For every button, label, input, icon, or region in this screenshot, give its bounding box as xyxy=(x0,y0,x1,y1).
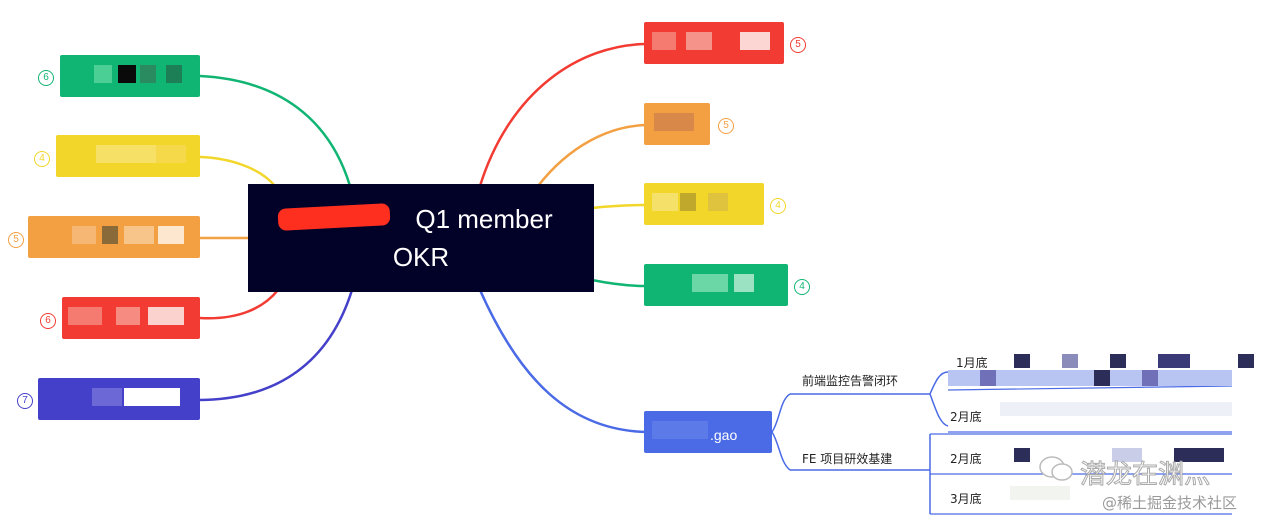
key-result-2-deadline[interactable]: 2月底 xyxy=(950,410,982,424)
right-topic-node-3[interactable] xyxy=(644,183,764,225)
blurred-text xyxy=(980,370,996,386)
blurred-text xyxy=(652,421,708,439)
central-topic-node[interactable]: Q1 member OKR xyxy=(250,186,592,290)
right-topic-node-4[interactable] xyxy=(644,264,788,306)
blurred-text xyxy=(1174,448,1224,462)
blurred-text xyxy=(118,65,136,83)
link-left-4 xyxy=(199,289,279,320)
blurred-text xyxy=(124,388,180,406)
blurred-text xyxy=(116,307,140,325)
blurred-text xyxy=(68,307,102,325)
blurred-text xyxy=(1094,370,1110,386)
central-topic-line1: Q1 member xyxy=(250,204,592,235)
link-right-1 xyxy=(478,42,647,187)
left-node-3-count: 5 xyxy=(8,232,24,248)
blurred-text xyxy=(1238,354,1254,368)
left-node-2-count: 4 xyxy=(34,151,50,167)
kr-1-underline xyxy=(947,385,1233,391)
key-result-3-deadline[interactable]: 2月底 xyxy=(950,452,982,466)
blurred-text xyxy=(686,32,712,50)
left-topic-node-2[interactable] xyxy=(56,135,200,177)
objective-2-label[interactable]: FE 项目研效基建 xyxy=(802,452,893,466)
central-topic-title-suffix: Q1 member xyxy=(415,204,553,234)
blurred-text xyxy=(102,226,118,244)
right-node-3-count: 4 xyxy=(770,198,786,214)
blurred-text xyxy=(1142,370,1158,386)
link-gao-branch xyxy=(771,393,791,471)
right-node-1-count: 5 xyxy=(790,37,806,53)
blurred-text xyxy=(1014,448,1030,462)
key-result-4-deadline[interactable]: 3月底 xyxy=(950,492,982,506)
blurred-text xyxy=(652,193,678,211)
blurred-text xyxy=(1010,486,1070,500)
blurred-text xyxy=(1158,354,1190,368)
left-topic-node-1[interactable] xyxy=(60,55,200,97)
blurred-text xyxy=(692,274,728,292)
left-topic-node-5[interactable] xyxy=(38,378,200,420)
right-node-4-count: 4 xyxy=(794,279,810,295)
watermark-site: @稀土掘金技术社区 xyxy=(1102,494,1238,512)
blurred-text xyxy=(96,145,156,163)
left-topic-node-3[interactable] xyxy=(28,216,200,258)
blurred-text xyxy=(652,32,676,50)
blurred-text xyxy=(158,226,184,244)
central-topic-line2: OKR xyxy=(392,242,450,272)
left-node-1-count: 6 xyxy=(38,70,54,86)
blurred-text xyxy=(1014,354,1030,368)
wechat-icon xyxy=(1038,454,1074,488)
blurred-text xyxy=(708,193,728,211)
blurred-text xyxy=(740,32,770,50)
link-left-5 xyxy=(197,289,354,402)
right-topic-node-1[interactable] xyxy=(644,22,784,64)
owner-node-gao[interactable] xyxy=(644,411,772,453)
blurred-text xyxy=(166,65,182,83)
link-left-1 xyxy=(199,74,352,187)
link-right-2 xyxy=(537,123,647,187)
right-topic-node-2[interactable] xyxy=(644,103,710,145)
left-topic-node-4[interactable] xyxy=(62,297,200,339)
blurred-text xyxy=(124,226,154,244)
key-result-1-deadline[interactable]: 1月底 xyxy=(956,356,988,370)
link-right-3 xyxy=(591,203,647,210)
link-obj1-kr xyxy=(929,371,949,427)
blurred-text xyxy=(1000,402,1232,416)
blurred-text xyxy=(1110,354,1126,368)
blurred-text xyxy=(72,226,96,244)
left-node-5-count: 7 xyxy=(17,393,33,409)
blurred-text xyxy=(680,193,696,211)
owner-node-label: .gao xyxy=(710,427,738,443)
blurred-text xyxy=(156,145,186,163)
watermark-brand: 潜龙在渊灬 xyxy=(1079,460,1211,491)
blurred-text xyxy=(140,65,156,83)
blurred-text xyxy=(1062,354,1078,368)
link-right-4 xyxy=(591,278,647,288)
blurred-text xyxy=(92,388,122,406)
blurred-text xyxy=(1112,448,1142,462)
blurred-text xyxy=(948,370,1232,386)
blurred-text xyxy=(734,274,754,292)
blurred-text xyxy=(94,65,112,83)
blurred-text xyxy=(148,307,184,325)
link-right-gao xyxy=(478,289,647,434)
left-node-4-count: 6 xyxy=(40,313,56,329)
right-node-2-count: 5 xyxy=(718,118,734,134)
blurred-text xyxy=(654,113,694,131)
link-left-2 xyxy=(199,155,276,187)
objective-1-label[interactable]: 前端监控告警闭环 xyxy=(802,374,899,388)
